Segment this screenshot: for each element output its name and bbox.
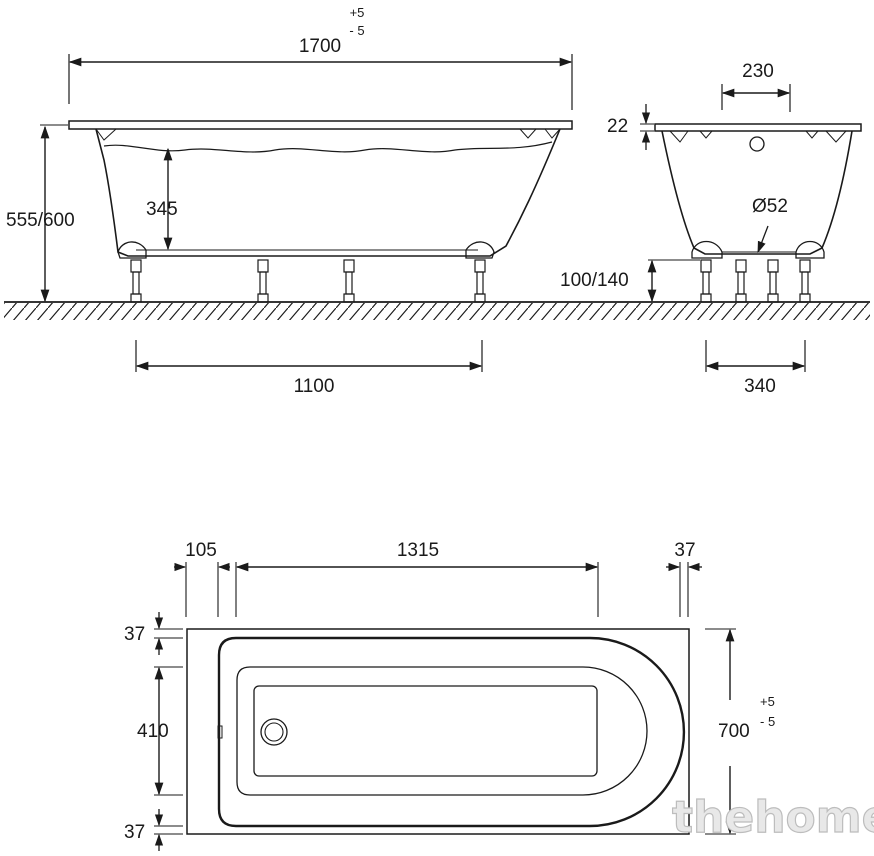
legs-end <box>700 259 811 303</box>
dim-drain-offset-end: 230 <box>721 61 791 112</box>
tub-rim-end <box>654 123 862 132</box>
label-22: 22 <box>607 116 628 137</box>
label-100-140: 100/140 <box>560 270 629 291</box>
ground-side <box>4 301 584 320</box>
side-view: 1700 +5 - 5 555/600 345 1100 <box>4 5 584 397</box>
tol-minus-1700: - 5 <box>349 23 364 38</box>
tub-body-side <box>95 128 561 257</box>
dim-leg-span-end: 340 <box>705 340 806 397</box>
label-37-right: 37 <box>674 540 695 561</box>
label-1315: 1315 <box>397 540 439 561</box>
legs-side <box>130 259 486 303</box>
tol-plus-700: +5 <box>760 694 775 709</box>
label-105: 105 <box>185 540 217 561</box>
water-line-side <box>103 141 553 153</box>
end-view: 230 22 Ø52 100/140 340 <box>560 61 870 397</box>
label-d52: Ø52 <box>752 196 788 217</box>
label-37-top: 37 <box>124 624 145 645</box>
tub-rim-side <box>68 120 573 130</box>
dim-leg-height-end: 100/140 <box>560 259 700 303</box>
tub-inner-rim-plan <box>217 636 686 828</box>
dim-leg-span-side: 1100 <box>135 340 483 397</box>
dim-left-column-plan: 37 410 37 <box>124 612 183 851</box>
drain-plan <box>260 718 288 746</box>
label-345: 345 <box>146 199 178 220</box>
label-37-bottom: 37 <box>124 822 145 843</box>
label-410: 410 <box>137 721 169 742</box>
dim-depth-side: 345 <box>146 147 178 251</box>
ground-end <box>584 301 870 320</box>
label-230: 230 <box>742 61 774 82</box>
dim-length-side: 1700 +5 - 5 <box>68 5 573 110</box>
tub-body-end <box>661 130 853 255</box>
label-1700: 1700 <box>299 36 341 57</box>
watermark-logo: thehome <box>672 792 874 843</box>
plan-view: 105 1315 37 37 410 37 700 <box>124 540 775 851</box>
label-340: 340 <box>744 376 776 397</box>
dim-top-row-plan: 105 1315 37 <box>174 540 702 617</box>
dim-width-plan: 700 +5 - 5 <box>705 628 775 835</box>
tub-outline-plan <box>186 628 690 835</box>
label-700: 700 <box>718 721 750 742</box>
tol-plus-1700: +5 <box>350 5 365 20</box>
dim-height-side: 555/600 <box>6 124 75 303</box>
label-555-600: 555/600 <box>6 210 75 231</box>
label-1100: 1100 <box>294 376 335 397</box>
tol-minus-700: - 5 <box>760 714 775 729</box>
dim-drain-dia-end: Ø52 <box>752 196 788 254</box>
dim-rim-end: 22 <box>607 104 654 150</box>
